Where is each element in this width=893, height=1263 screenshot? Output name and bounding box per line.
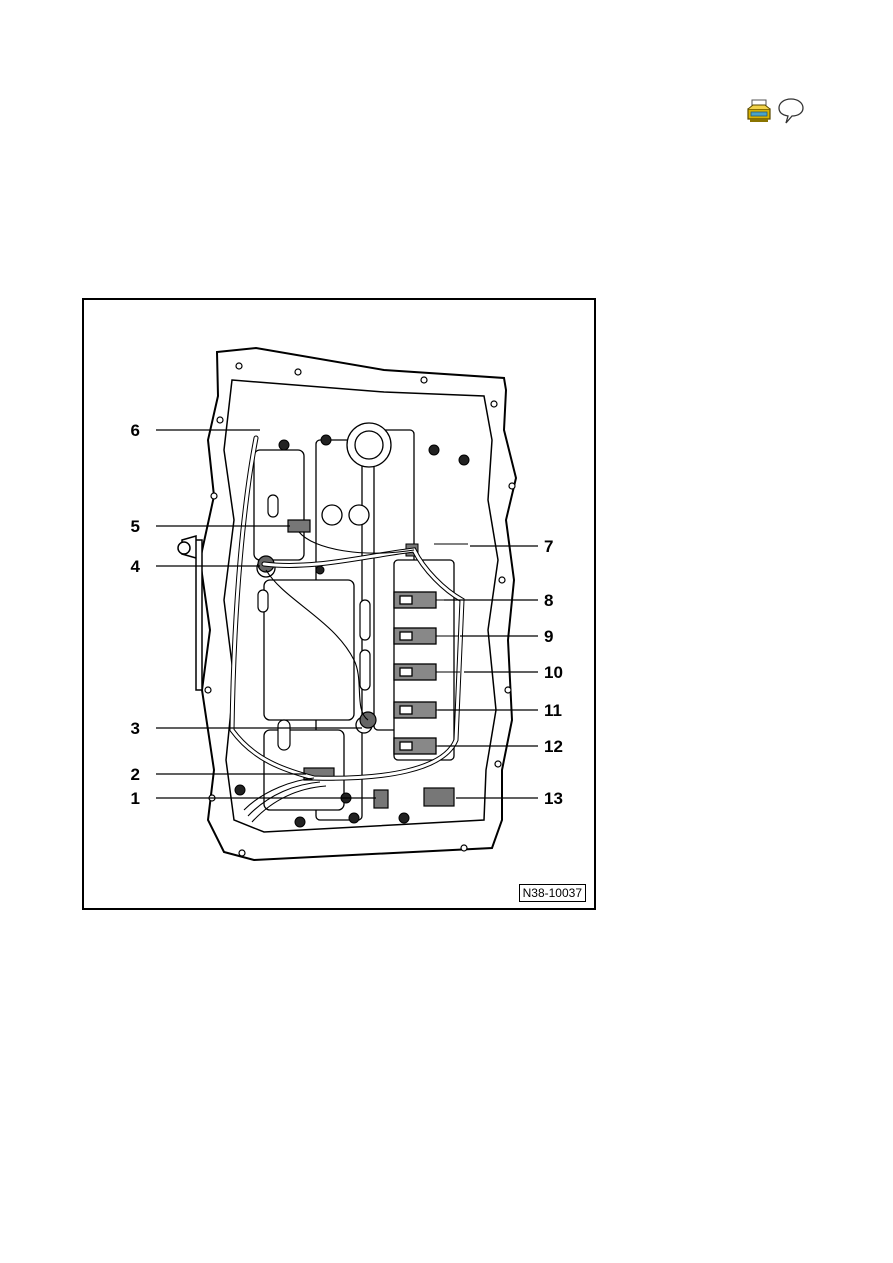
callout-4: 4 <box>131 557 141 576</box>
callout-13: 13 <box>544 789 563 808</box>
figure-id-label: N38-10037 <box>518 884 586 902</box>
callout-8: 8 <box>544 591 553 610</box>
callout-9: 9 <box>544 627 553 646</box>
housing-bolts <box>204 362 516 857</box>
callout-11: 11 <box>544 701 562 720</box>
callout-3: 3 <box>131 719 140 738</box>
print-icon[interactable] <box>744 96 774 126</box>
side-bracket <box>181 535 203 691</box>
callout-10: 10 <box>544 663 563 682</box>
valve-bolts <box>234 434 470 828</box>
callout-1: 1 <box>131 789 140 808</box>
valve-body-diagram: 6 5 4 3 2 1 7 8 9 10 11 12 13 <box>131 346 563 862</box>
callout-12: 12 <box>544 737 563 756</box>
callout-7: 7 <box>544 537 553 556</box>
leader-lines <box>156 429 538 799</box>
callout-5: 5 <box>131 517 140 536</box>
figure-frame: 6 5 4 3 2 1 7 8 9 10 11 12 13 N38-10037 <box>82 298 596 910</box>
solenoids <box>393 591 437 755</box>
comment-icon[interactable] <box>776 96 806 126</box>
callout-2: 2 <box>131 765 140 784</box>
callout-6: 6 <box>131 421 140 440</box>
callout-labels: 6 5 4 3 2 1 7 8 9 10 11 12 13 <box>131 421 563 808</box>
